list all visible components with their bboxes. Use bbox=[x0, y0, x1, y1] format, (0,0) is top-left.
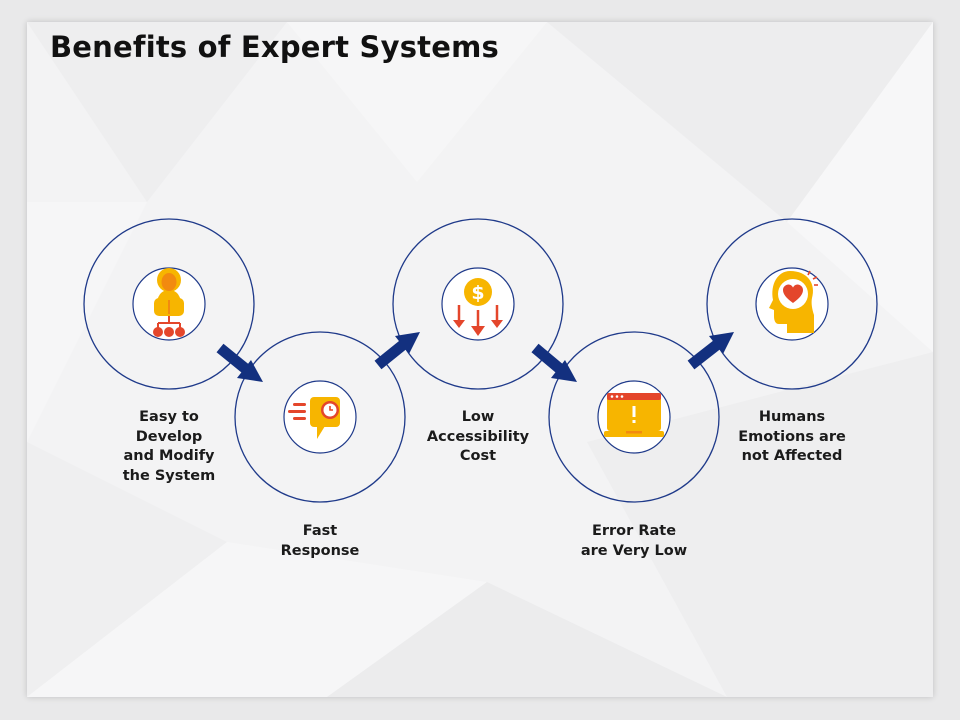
svg-text:$: $ bbox=[471, 282, 484, 304]
arrow-4-to-5 bbox=[687, 332, 734, 370]
slide: Benefits of Expert Systems bbox=[27, 22, 933, 697]
step-3-outer-ring bbox=[392, 218, 564, 390]
background-facets bbox=[27, 22, 933, 697]
benefits-diagram: $ bbox=[83, 218, 878, 503]
arrow-3-to-4 bbox=[531, 343, 577, 382]
person-network-icon bbox=[153, 268, 185, 337]
step-1-label: Easy to Develop and Modify the System bbox=[122, 409, 216, 484]
step-4-label: Error Rate are Very Low bbox=[580, 523, 688, 559]
step-2-label: Fast Response bbox=[280, 523, 360, 559]
step-4-outer-ring bbox=[548, 331, 720, 503]
arrow-1-to-2 bbox=[216, 343, 263, 382]
clock-chat-icon bbox=[288, 397, 340, 439]
dollar-down-arrows-icon: $ bbox=[453, 278, 503, 336]
page-title: Benefits of Expert Systems bbox=[50, 30, 499, 64]
step-2-outer-ring bbox=[234, 331, 406, 503]
step-5-label: Humans Emotions are not Affected bbox=[738, 409, 846, 464]
head-heart-icon bbox=[769, 270, 818, 333]
arrow-2-to-3 bbox=[374, 332, 420, 370]
step-3-label: Low Accessibility Cost bbox=[426, 409, 530, 464]
laptop-warning-icon bbox=[604, 393, 664, 437]
step-5-outer-ring bbox=[706, 218, 878, 390]
step-1-outer-ring bbox=[83, 218, 255, 390]
